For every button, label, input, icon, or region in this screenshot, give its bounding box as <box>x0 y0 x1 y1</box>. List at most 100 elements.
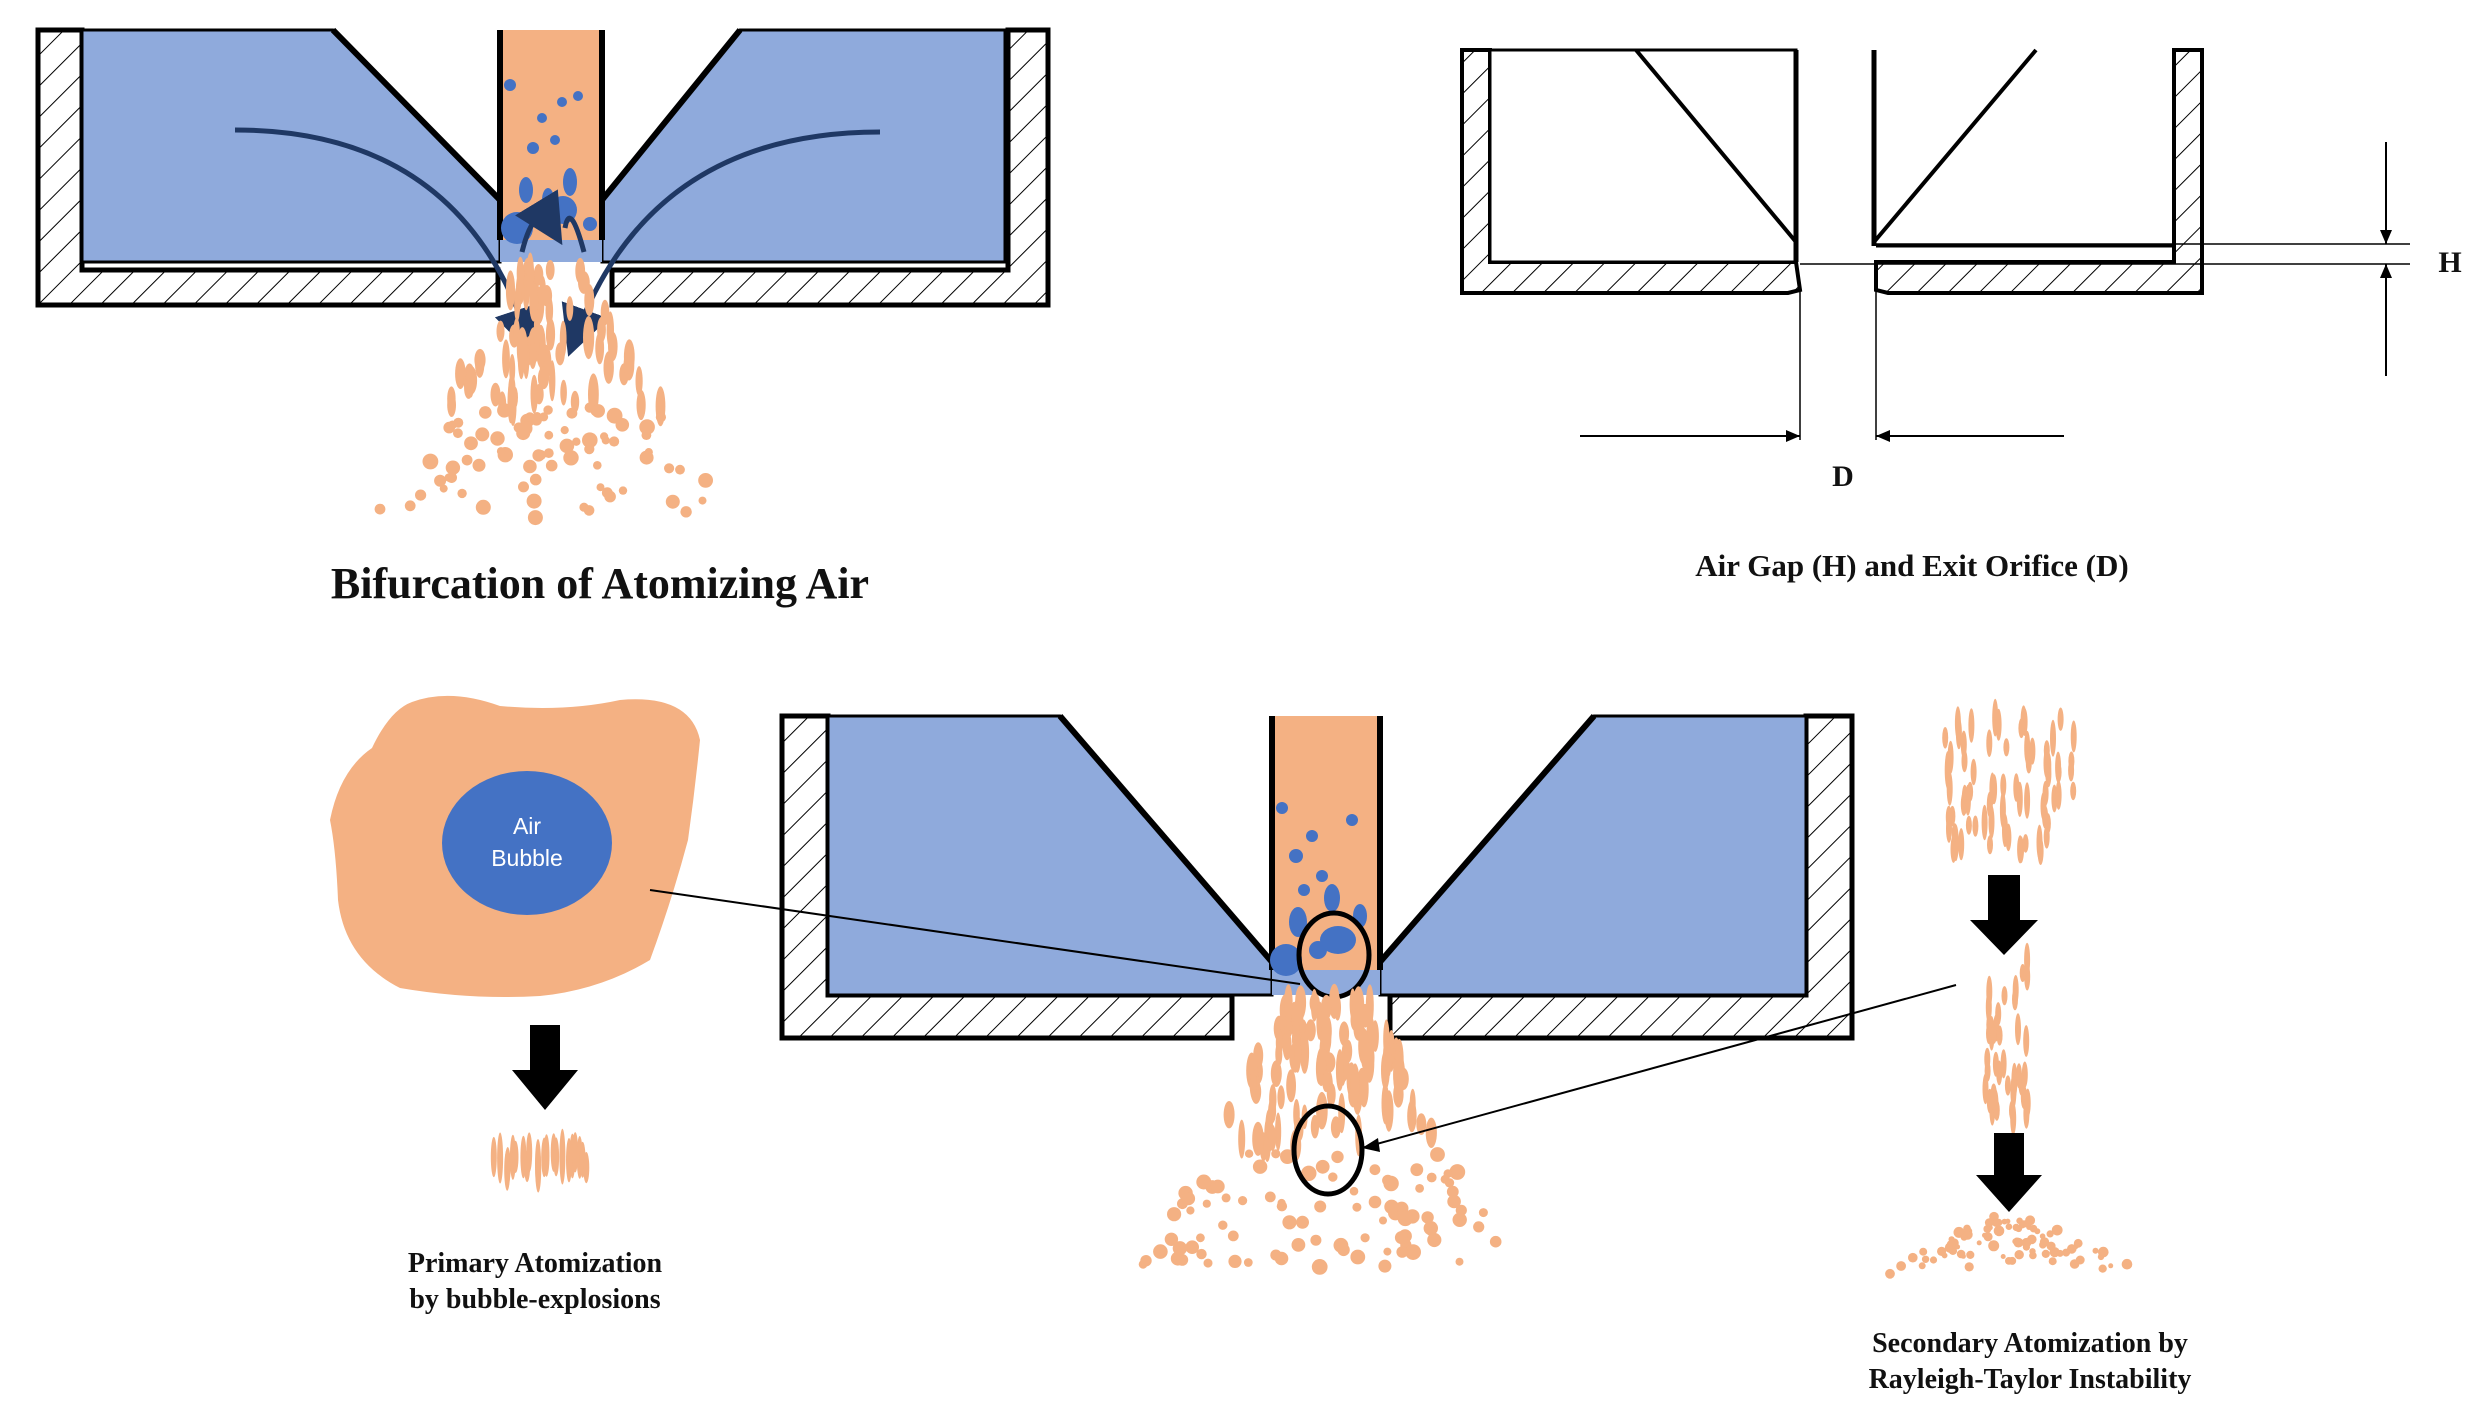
caption-airgap: Air Gap (H) and Exit Orifice (D) <box>1695 548 2128 583</box>
droplet <box>2092 1247 2099 1254</box>
droplet <box>600 432 609 441</box>
droplet <box>1954 706 1961 740</box>
droplet <box>1996 1025 2003 1046</box>
droplet <box>1396 1246 1408 1258</box>
droplet <box>1349 1186 1359 1196</box>
droplet <box>1335 1049 1344 1092</box>
droplet <box>596 483 605 492</box>
droplet <box>1284 984 1293 1024</box>
droplet <box>527 510 543 526</box>
droplet <box>2022 834 2029 853</box>
droplet <box>439 484 448 493</box>
droplet <box>595 331 605 365</box>
droplet <box>635 366 643 397</box>
droplet <box>1275 1041 1283 1067</box>
main-spray-droplets <box>1138 983 1502 1275</box>
droplet <box>1310 1234 1322 1246</box>
droplet <box>1970 758 1977 786</box>
airgap-nozzle <box>1460 48 2410 442</box>
droplet <box>1293 1099 1300 1130</box>
droplet <box>505 270 516 311</box>
droplet <box>2046 1241 2056 1251</box>
droplet <box>665 494 680 509</box>
droplet <box>1350 1008 1361 1032</box>
droplet <box>490 431 505 446</box>
droplet <box>572 437 581 446</box>
droplet <box>1921 1255 1930 1264</box>
droplet <box>1405 1244 1421 1260</box>
droplet <box>490 382 501 407</box>
droplet <box>553 1137 560 1177</box>
label-d: D <box>1832 460 1854 493</box>
primary-droplets <box>490 1128 590 1193</box>
droplet <box>1321 994 1332 1020</box>
droplet <box>2068 759 2075 782</box>
droplet <box>1310 989 1318 1022</box>
droplet <box>1982 1232 1987 1238</box>
droplet <box>1987 835 1993 855</box>
droplet <box>1360 1233 1370 1243</box>
connector-primary <box>649 889 1301 985</box>
droplet <box>1271 1149 1281 1159</box>
droplet <box>526 493 542 509</box>
droplet <box>2048 1257 2057 1266</box>
droplet <box>1384 1199 1399 1215</box>
droplet <box>584 444 595 455</box>
droplet <box>1421 1211 1434 1224</box>
droplet <box>1339 1021 1350 1046</box>
droplet <box>1416 1113 1427 1135</box>
droplet <box>517 421 533 436</box>
droplet <box>1941 1252 1948 1259</box>
droplet <box>1489 1235 1502 1248</box>
droplet <box>2073 1238 2083 1248</box>
droplet <box>1203 1258 1213 1268</box>
droplet <box>2003 738 2010 757</box>
droplet <box>496 447 506 456</box>
droplet <box>1985 991 1992 1024</box>
droplet <box>455 358 466 390</box>
droplet <box>1274 1251 1289 1266</box>
caption-bifurcation: Bifurcation of Atomizing Air <box>331 559 869 608</box>
droplet <box>1944 751 1951 790</box>
secondary-atomization <box>1885 698 2133 1279</box>
droplet <box>593 461 602 470</box>
droplet <box>583 1152 590 1184</box>
droplet <box>1956 1249 1966 1259</box>
droplet <box>1330 1116 1341 1139</box>
droplet <box>582 432 598 449</box>
droplet <box>374 503 386 515</box>
droplet <box>1321 1015 1332 1048</box>
droplet <box>1986 729 1993 757</box>
droplet <box>575 257 586 284</box>
droplet <box>591 404 605 418</box>
droplet <box>675 464 685 475</box>
droplet <box>1227 1230 1239 1242</box>
droplet <box>530 374 538 414</box>
droplet <box>2051 1224 2063 1236</box>
droplet <box>2000 773 2007 798</box>
droplet <box>1999 791 2006 829</box>
right-wall <box>609 27 1051 308</box>
droplet <box>1473 1221 1485 1233</box>
droplet <box>2029 1224 2038 1233</box>
droplet <box>2098 1264 2107 1273</box>
droplet <box>1344 1039 1353 1063</box>
droplet <box>1960 792 1967 816</box>
droplet <box>2024 730 2031 765</box>
droplet <box>1218 1220 1228 1230</box>
droplet <box>1153 1244 1168 1259</box>
down-arrow-secondary-2 <box>1976 1133 2042 1212</box>
droplet <box>2000 1254 2006 1259</box>
droplet <box>1310 1114 1319 1139</box>
droplet <box>422 453 439 470</box>
droplet <box>1365 984 1374 1027</box>
droplet <box>1383 1247 1392 1256</box>
droplet <box>1196 1233 1205 1243</box>
droplet <box>1427 1227 1436 1237</box>
droplet <box>1394 1231 1408 1245</box>
droplet <box>543 1134 550 1177</box>
droplet <box>1965 815 1972 835</box>
droplet <box>1252 1121 1264 1156</box>
